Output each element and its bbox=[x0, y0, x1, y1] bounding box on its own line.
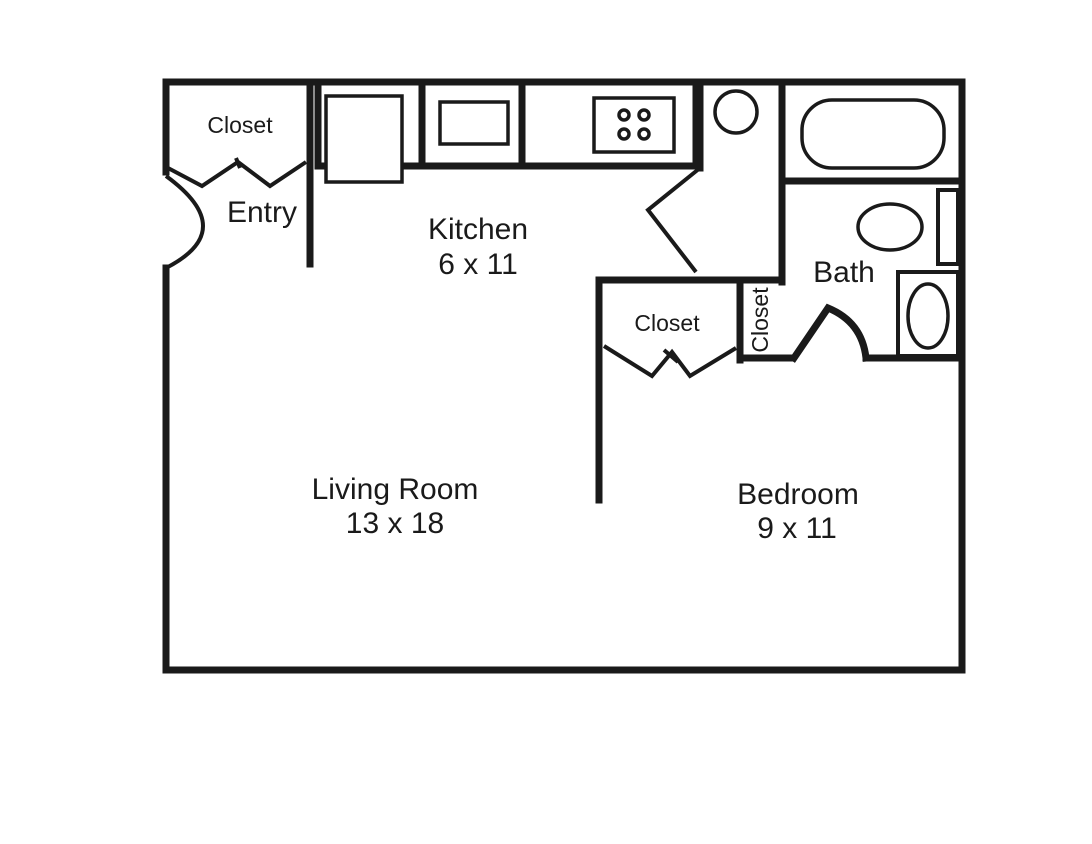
kitchen-counter bbox=[314, 78, 700, 170]
vanity-counter bbox=[936, 188, 960, 266]
bath-door-icon bbox=[789, 303, 870, 363]
closet-bath-label: Closet bbox=[747, 287, 773, 353]
sink-icon bbox=[438, 100, 510, 146]
bedroom-size: 9 x 11 bbox=[757, 512, 837, 545]
living-room-size: 13 x 18 bbox=[346, 507, 444, 540]
closet-entry-label: Closet bbox=[207, 112, 273, 138]
exterior-wall bbox=[162, 78, 966, 674]
bath-label: Bath bbox=[813, 256, 875, 289]
water-heater-icon bbox=[713, 89, 759, 135]
entry-closet bbox=[167, 78, 314, 268]
stove-icon bbox=[592, 96, 676, 154]
closet-bedroom-label: Closet bbox=[634, 310, 700, 336]
entry-door-icon bbox=[164, 174, 205, 270]
bath-sink-icon bbox=[856, 202, 924, 252]
kitchen-name: Kitchen bbox=[428, 213, 528, 246]
bathtub-icon bbox=[800, 98, 946, 170]
toilet-icon bbox=[896, 270, 960, 358]
entry-label: Entry bbox=[227, 196, 297, 229]
living-room-name: Living Room bbox=[312, 473, 479, 506]
bedroom-closet-doors bbox=[602, 344, 738, 379]
kitchen-size: 6 x 11 bbox=[438, 248, 518, 281]
refrigerator-icon bbox=[324, 94, 404, 184]
bedroom-name: Bedroom bbox=[737, 478, 859, 511]
